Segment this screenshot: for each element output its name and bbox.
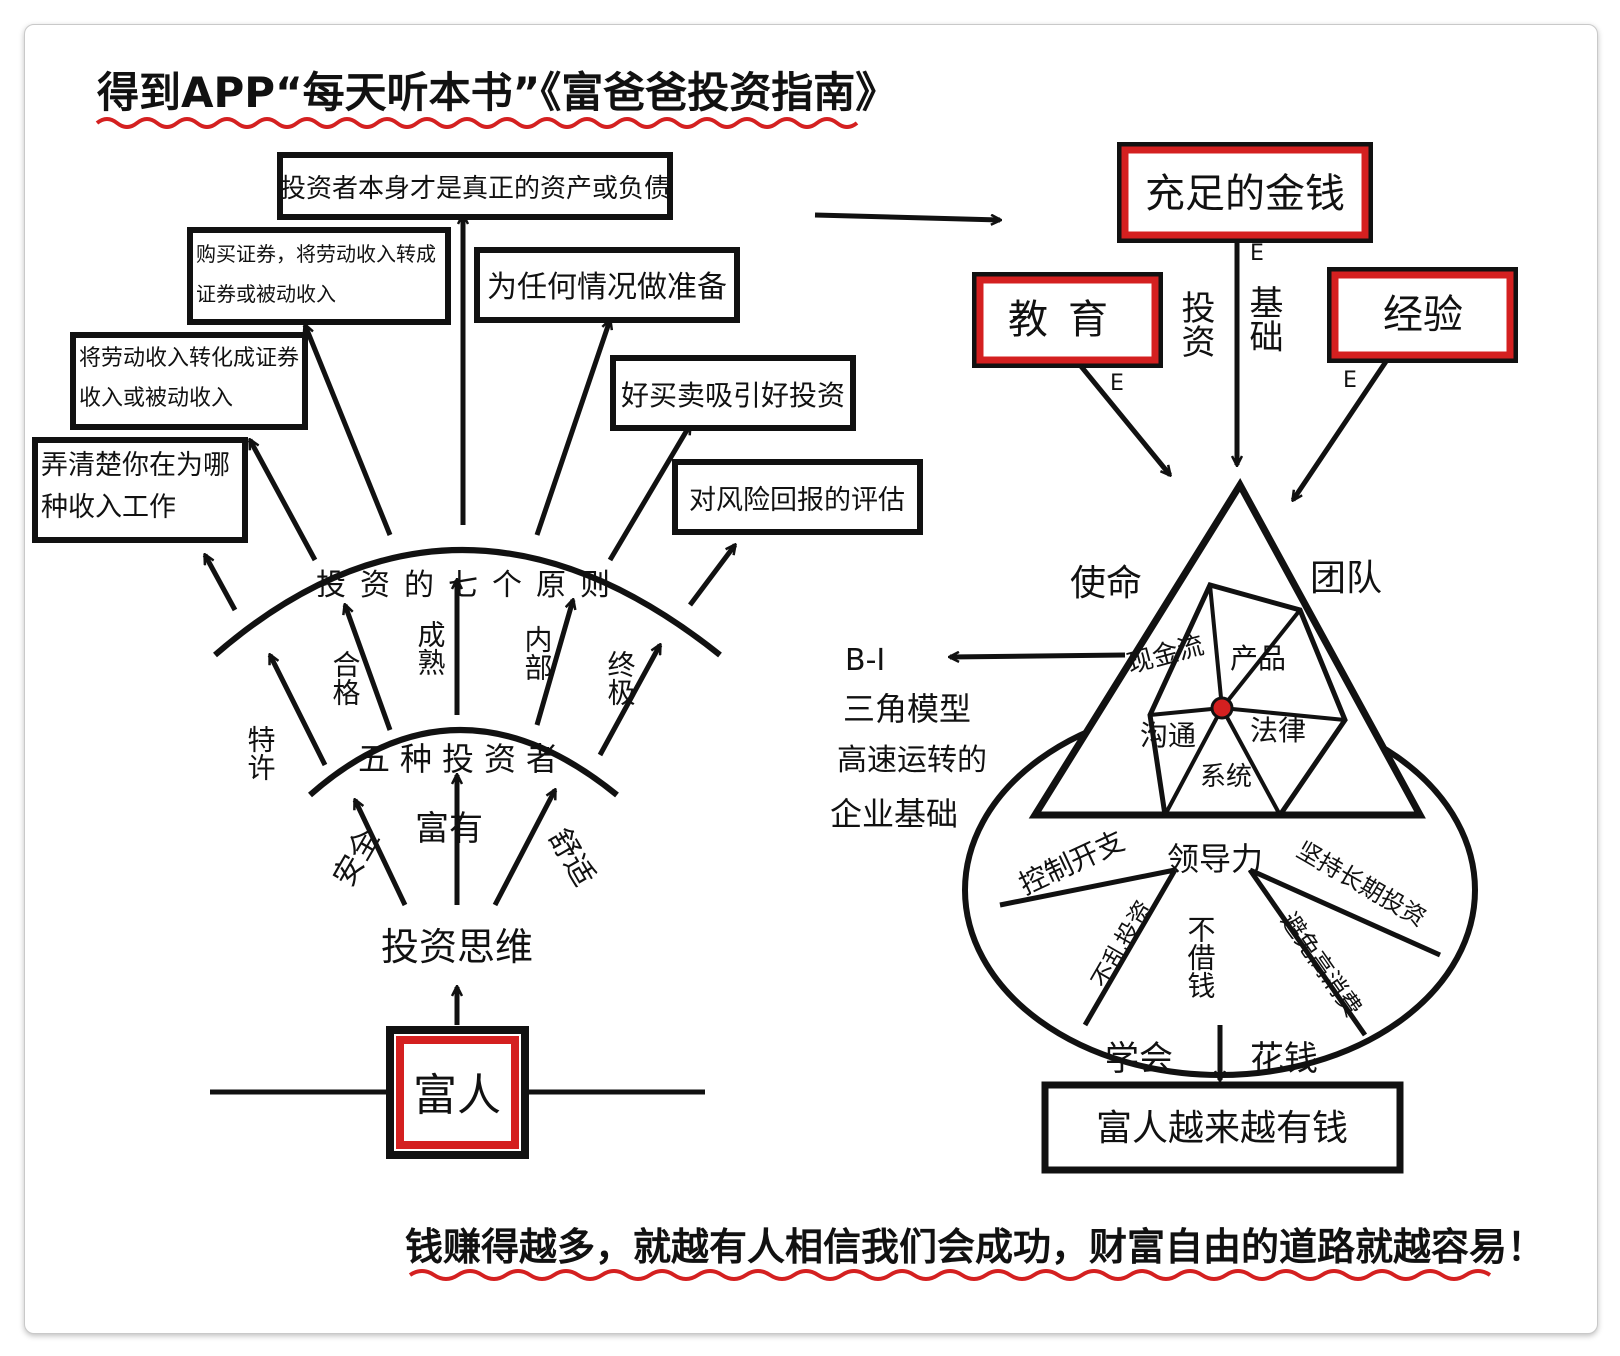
arrow-inv-5: [597, 645, 663, 757]
investor-type-4: 内部: [521, 625, 554, 681]
spoke-4: [1220, 707, 1282, 816]
title-underline: [95, 117, 859, 129]
arrow-goal-3: [492, 790, 558, 907]
arrow-inv-1: [267, 655, 328, 767]
education-box-outer: [972, 272, 1163, 368]
five-investors-arc: [308, 727, 619, 798]
arrow-pr-6: [607, 425, 693, 562]
experience-box: [1331, 271, 1514, 359]
triangle-side-mission: 使命: [1070, 563, 1142, 604]
ellipse-div-1: [999, 867, 1176, 908]
spoke-1: [1208, 584, 1224, 709]
arrow-inv-4: [534, 600, 573, 726]
ellipse-item-2: 不乱投资: [1086, 896, 1158, 993]
arrow-goal-1: [352, 800, 408, 907]
inner-item-communication: 沟通: [1140, 719, 1196, 752]
goal-safe: 安全: [327, 823, 387, 892]
goal-rich: 富有: [415, 809, 483, 849]
ellipse-div-3: [1247, 868, 1368, 1037]
ellipse-item-4: 避免高消费: [1275, 907, 1367, 1021]
triangle-side-team: 团队: [1310, 558, 1382, 599]
bottom-right-label: 花钱: [1250, 1039, 1318, 1079]
spoke-5: [1163, 707, 1224, 816]
e-label-center: E: [1250, 241, 1264, 266]
experience-box-outer: [1327, 267, 1518, 363]
arrow-inv-2: [345, 605, 393, 731]
spoke-2: [1220, 608, 1302, 710]
principle-text-5: 为任何情况做准备: [487, 270, 727, 305]
inner-item-law: 法律: [1250, 714, 1306, 747]
mindset-label: 投资思维: [381, 925, 533, 969]
money-box: [1121, 146, 1369, 239]
root-box: [396, 1036, 519, 1149]
money-box-outer: [1117, 142, 1373, 243]
principle-box-3: 购买证券，将劳动收入转成证券或被动收入: [187, 227, 451, 325]
spoke-3: [1221, 706, 1346, 722]
five-investors-label: 五种投资者: [358, 740, 568, 778]
center-label-right: 基础: [1243, 285, 1283, 353]
page-frame: 得到APP“每天听本书”《富爸爸投资指南》 富人 投资思维 安全 富有 舒适 五…: [24, 24, 1598, 1334]
leadership-label: 领导力: [1167, 840, 1263, 878]
page-title: 得到APP“每天听本书”《富爸爸投资指南》: [97, 68, 897, 117]
arrow-pr-1: [202, 555, 238, 612]
principle-text-4: 投资者本身才是真正的资产或负债: [280, 174, 670, 204]
principle-text-2: 将劳动收入转化成证券收入或被动收入: [79, 346, 300, 411]
footer-underline: [408, 1269, 1492, 1281]
inner-item-product: 产品: [1230, 642, 1286, 675]
investor-type-1: 特许: [244, 725, 277, 781]
bi-text-1: 三角模型: [843, 690, 971, 728]
arrow-education: [1078, 363, 1170, 475]
e-label-left: E: [1110, 371, 1124, 396]
principle-box-6: 好买卖吸引好投资: [610, 355, 856, 431]
footer-text: 钱赚得越多，就越有人相信我们会成功，财富自由的道路就越容易！: [405, 1225, 1545, 1269]
principle-text-3: 购买证券，将劳动收入转成证券或被动收入: [196, 242, 436, 306]
e-label-right: E: [1343, 368, 1357, 393]
arrow-experience: [1293, 358, 1390, 500]
spoke-6: [1149, 706, 1223, 717]
bi-text-2: 高速运转的: [837, 743, 987, 778]
arrow-pr-2: [247, 440, 318, 562]
principle-box-5: 为任何情况做准备: [474, 247, 740, 323]
principle-box-7: 对风险回报的评估: [672, 459, 923, 535]
principle-box-2: 将劳动收入转化成证券收入或被动收入: [70, 332, 308, 430]
principle-box-4: 投资者本身才是真正的资产或负债: [277, 152, 673, 220]
arrow-bi: [950, 655, 1126, 657]
principle-text-1: 弄清楚你在为哪种收入工作: [41, 450, 230, 523]
root-label: 富人: [413, 1070, 501, 1121]
principle-text-6: 好买卖吸引好投资: [621, 379, 845, 412]
experience-label: 经验: [1383, 292, 1463, 338]
root-box-outer: [386, 1026, 529, 1159]
investor-type-5: 终极: [604, 650, 637, 706]
principle-text-7: 对风险回报的评估: [689, 485, 905, 516]
bi-text-3: 企业基础: [830, 795, 958, 833]
result-box: [1041, 1081, 1404, 1174]
center-dot: [1210, 696, 1234, 720]
result-label: 富人越来越有钱: [1096, 1108, 1348, 1149]
education-label: 教育: [1008, 297, 1128, 343]
ellipse-item-3: 不借钱: [1184, 915, 1217, 999]
arrow-pr-7: [688, 545, 735, 607]
arrow-left-to-right: [814, 212, 1000, 220]
principle-box-1: 弄清楚你在为哪种收入工作: [32, 437, 248, 543]
education-box: [976, 276, 1159, 364]
investor-type-3: 成熟: [414, 620, 447, 676]
seven-principles-arc: [213, 547, 722, 658]
arrow-pr-5: [534, 320, 610, 536]
investor-type-2: 合格: [329, 650, 362, 706]
center-label-left: 投资: [1175, 290, 1215, 358]
money-label: 充足的金钱: [1145, 171, 1345, 217]
goal-comfort: 舒适: [541, 823, 601, 892]
bottom-left-label: 学会: [1105, 1039, 1173, 1079]
ellipse-div-2: [1082, 868, 1178, 1027]
inner-item-system: 系统: [1200, 762, 1252, 792]
mindmap-canvas: 得到APP“每天听本书”《富爸爸投资指南》 富人 投资思维 安全 富有 舒适 五…: [32, 68, 1545, 1281]
arrow-pr-3: [305, 325, 393, 536]
seven-principles-label: 投资的七个原则: [316, 568, 624, 603]
bi-label: B-I: [845, 643, 885, 678]
ellipse-div-4: [1248, 867, 1442, 958]
